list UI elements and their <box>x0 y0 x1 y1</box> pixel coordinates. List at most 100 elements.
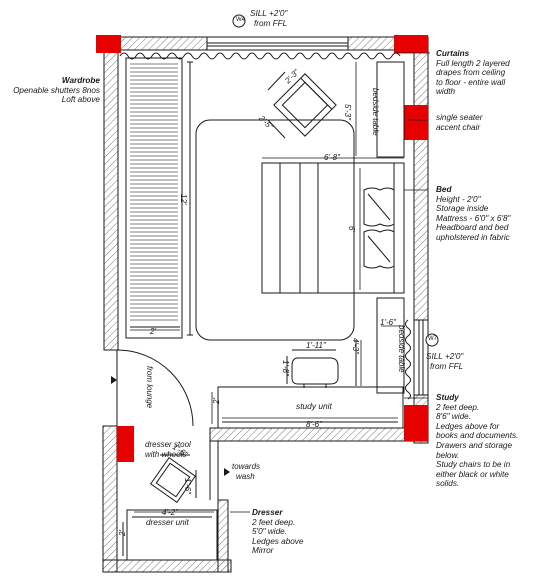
study-line: below. <box>436 450 460 460</box>
bedside-table-label-top: bedside table <box>371 88 380 136</box>
wash-door <box>209 441 230 500</box>
towards-wash-label-line: towards <box>232 462 261 471</box>
leader-lines <box>230 52 430 513</box>
curtains-note: Curtains Full length 2 layered drapes fr… <box>436 49 510 97</box>
w7-sill-note-line1: SILL +2'0" <box>426 352 464 361</box>
accent-chair-note: single seater accent chair <box>436 113 482 132</box>
study-line: 8'6" wide. <box>436 412 471 422</box>
rug <box>195 119 355 341</box>
wall-dresser-right <box>217 499 229 573</box>
red-column-left-lower <box>117 426 134 462</box>
dresser-line: 2 feet deep. <box>252 517 296 527</box>
dim-study-length: 8'-6" <box>306 420 322 429</box>
w7-tag-label: W7 <box>428 336 437 342</box>
study-line: Ledges above for <box>436 421 500 431</box>
bedside-table-label-bottom: bedside table <box>397 325 406 373</box>
dim-study-chair-depth: 1'-8" <box>281 360 290 376</box>
dim-stool-depth: 1'-6" <box>183 478 192 494</box>
window-tag-w7 <box>425 333 439 347</box>
wardrobe-title: Wardrobe <box>61 76 100 85</box>
bed-line: Height - 2'0" <box>436 194 481 204</box>
red-column-right-upper <box>404 105 428 140</box>
study-line: Drawers and storage <box>436 440 512 450</box>
dim-chair-clearance: 5'-3" <box>343 104 352 120</box>
dresser-stool-label-line: with wheels <box>145 449 187 459</box>
window-tag-w4 <box>232 14 246 28</box>
dresser-line: 5'0" wide. <box>252 527 287 537</box>
curtains-line: width <box>436 87 456 97</box>
dim-dresser-length: 4'-2" <box>162 508 178 517</box>
dresser-stool <box>150 454 197 503</box>
wall-bottom <box>102 559 232 573</box>
study-unit <box>217 340 404 429</box>
curtain-right <box>405 319 411 400</box>
wall-right-upper <box>413 49 429 321</box>
dresser-unit-label: dresser unit <box>146 518 189 527</box>
dresser-note: Dresser 2 feet deep. 5'0" wide. Ledges a… <box>252 508 303 556</box>
wardrobe <box>125 57 193 339</box>
accent-chair-line: single seater <box>436 113 483 122</box>
bed-line: Headboard and bed <box>436 223 509 233</box>
bedside-table-bottom <box>376 297 405 394</box>
red-column-top-left <box>96 35 121 53</box>
dimension-lines <box>130 62 404 513</box>
bed-title: Bed <box>436 185 452 194</box>
dim-wardrobe-length: 12' <box>179 194 188 205</box>
wall-left-upper <box>103 49 119 351</box>
red-columns <box>96 35 428 462</box>
study-note: Study 2 feet deep. 8'6" wide. Ledges abo… <box>436 393 518 489</box>
bed-frame <box>261 162 405 294</box>
bedside-tables <box>376 61 405 394</box>
lounge-door <box>111 349 194 427</box>
w4-sill-note-line2: from FFL <box>254 18 288 28</box>
dim-dresser-depth: 2' <box>118 530 127 536</box>
curtains-line: to floor - entire wall <box>436 77 506 87</box>
bedside-table-top <box>376 61 405 158</box>
pillow-bottom <box>363 229 395 269</box>
wall-left-lower <box>102 425 118 573</box>
study-line: either black or white <box>436 469 509 479</box>
study-unit-label: study unit <box>296 401 332 411</box>
study-line: solids. <box>436 479 460 489</box>
w4-sill-note-line1: SILL +2'0" <box>250 9 288 18</box>
accent-chair <box>267 71 337 139</box>
accent-chair-line: accent chair <box>436 122 481 132</box>
window-w7 <box>413 319 429 396</box>
wardrobe-line: Loft above <box>61 95 100 105</box>
study-chair <box>291 357 339 385</box>
curtains-line: drapes from ceiling <box>436 68 506 78</box>
bed-line: Mattress - 6'0" x 6'8" <box>436 213 511 223</box>
bed-line: upholstered in fabric <box>436 232 510 242</box>
dresser-line: Mirror <box>252 546 274 556</box>
dim-bed-length: 6' <box>347 226 356 232</box>
window-tags <box>232 14 439 347</box>
wall-study-bottom <box>209 427 429 442</box>
dresser-stool-label-line: dresser stool <box>145 440 191 449</box>
wardrobe-line: Openable shutters 8nos <box>13 85 100 95</box>
study-line: books and documents. <box>436 431 519 441</box>
w4-sill-note: SILL +2'0" from FFL <box>250 9 287 28</box>
dim-bedside-width: 1'-6" <box>380 318 396 327</box>
pillow-top <box>363 187 395 227</box>
dresser-line: Ledges above <box>252 536 304 546</box>
curtains-title: Curtains <box>436 49 470 58</box>
window-w4 <box>206 36 349 51</box>
study-title: Study <box>436 393 459 402</box>
study-line: 2 feet deep. <box>436 402 480 412</box>
bed-line: Storage inside <box>436 204 489 214</box>
headboard <box>393 162 405 294</box>
w7-sill-note-line2: from FFL <box>430 361 464 371</box>
red-column-right-lower <box>404 405 428 441</box>
dresser-unit <box>122 509 218 561</box>
dim-wardrobe-depth: 2' <box>150 327 156 336</box>
bed-note: Bed Height - 2'0" Storage inside Mattres… <box>436 185 510 243</box>
study-line: Study chairs to be in <box>436 460 511 470</box>
dresser-title: Dresser <box>252 508 283 517</box>
towards-wash-label-line: wash <box>236 471 255 481</box>
dim-study-chair-width: 1'-11" <box>306 341 326 350</box>
towards-wash-label: towards wash <box>232 462 260 481</box>
red-column-top-right <box>394 35 428 53</box>
curtains-line: Full length 2 layered <box>436 58 510 68</box>
